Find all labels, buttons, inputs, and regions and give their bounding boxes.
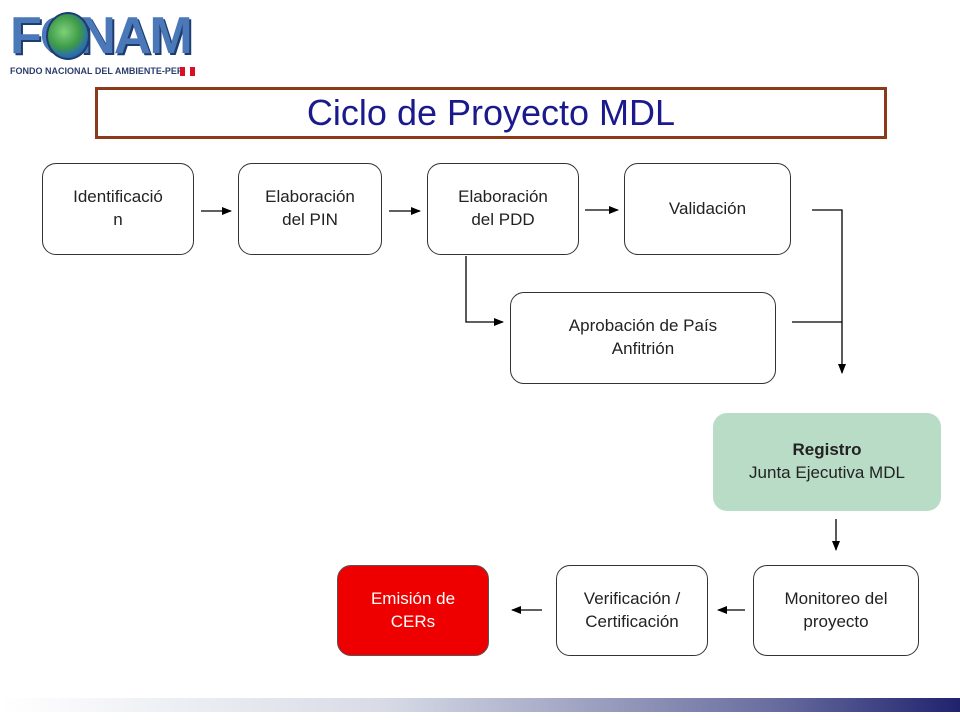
line-validacion-registro xyxy=(812,209,846,374)
peru-flag-icon xyxy=(180,67,195,76)
logo-word: FONAM xyxy=(10,7,193,65)
logo-subtitle: FONDO NACIONAL DEL AMBIENTE-PERU xyxy=(10,66,190,76)
globe-icon xyxy=(46,12,90,60)
fonam-logo: FONAM FONDO NACIONAL DEL AMBIENTE-PERU xyxy=(8,4,198,84)
page-title: Ciclo de Proyecto MDL xyxy=(306,92,676,133)
footer-gradient-bar xyxy=(0,698,960,712)
node-verificacion: Verificación /Certificación xyxy=(556,565,708,656)
arrow-pdd-aprobacion xyxy=(465,256,504,326)
node-validacion: Validación xyxy=(624,163,791,255)
title-box: Ciclo de Proyecto MDL xyxy=(95,87,887,139)
